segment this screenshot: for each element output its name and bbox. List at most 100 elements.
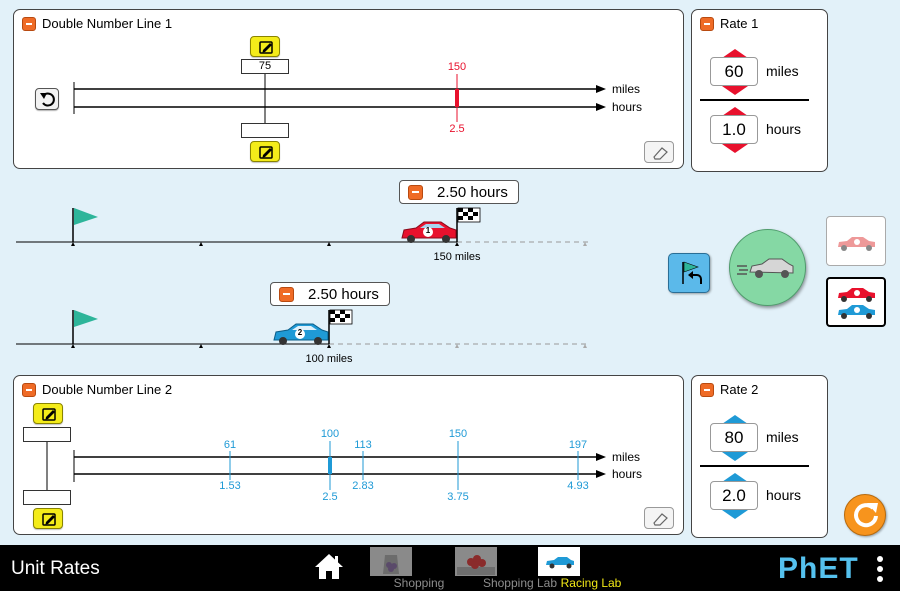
finish-flag-1-icon (456, 207, 481, 242)
double-number-line-1-panel: Double Number Line 1 75 150 2.5 miles ho… (13, 9, 684, 169)
finish-flag-2-icon (328, 309, 353, 344)
shopping-thumbnail (370, 547, 412, 576)
pencil-icon (42, 408, 56, 421)
racing-lab-thumbnail (538, 547, 580, 576)
rate1-miles-increment[interactable] (722, 49, 748, 58)
reset-icon (854, 503, 878, 528)
rate-2-panel: Rate 2 80 miles 2.0 hours (691, 375, 828, 538)
dnl1-title: Double Number Line 1 (42, 16, 173, 31)
rate1-miles-decrement[interactable] (722, 86, 748, 95)
erase-dnl2-button[interactable] (644, 507, 674, 529)
start-flag-1-icon (72, 208, 98, 242)
more-options-icon (877, 556, 883, 582)
rate2-hours-decrement[interactable] (722, 510, 748, 519)
phet-menu-button[interactable] (875, 555, 885, 583)
reset-all-button[interactable] (844, 494, 886, 536)
flag-return-icon (682, 261, 702, 284)
rate1-title: Rate 1 (720, 16, 759, 31)
two-cars-icon (838, 288, 875, 319)
double-number-line-2-panel: Double Number Line 2 61 1.53 100 2 (13, 375, 684, 535)
collapse-rate2-button[interactable] (700, 382, 714, 397)
grapes-bag-icon (383, 555, 399, 574)
pencil-icon (259, 146, 273, 159)
phet-logo: PhET (778, 552, 859, 585)
start-flag-2-icon (72, 310, 98, 344)
erase-dnl1-button[interactable] (644, 141, 674, 163)
single-car-option[interactable] (826, 216, 886, 266)
rate1-hours-decrement[interactable] (722, 144, 748, 153)
dnl2-label-bottom-100: 2.5 (322, 491, 338, 503)
tab-shopping[interactable]: Shopping (363, 545, 444, 591)
eraser-icon (653, 147, 668, 160)
rate2-hours-value[interactable]: 2.0 (710, 481, 758, 510)
app-title: Unit Rates (11, 558, 100, 579)
blue-race-car-icon (273, 323, 329, 345)
dnl2-label-top-197: 197 (568, 439, 588, 451)
pencil-icon (259, 41, 273, 54)
dnl1-marker-top-label: 150 (447, 61, 467, 73)
dnl2-label-bottom-197: 4.93 (567, 480, 589, 492)
dnl1-marker-bottom-label: 2.5 (449, 123, 465, 135)
home-icon (315, 554, 343, 579)
collapse-timer2-button[interactable] (279, 286, 294, 302)
race2-timer: 2.50 hours (270, 282, 390, 306)
dnl2-active-marker (328, 457, 332, 474)
race2-timer-value: 2.50 hours (308, 285, 379, 303)
return-to-start-button[interactable] (668, 253, 710, 293)
collapse-rate1-button[interactable] (700, 16, 714, 31)
dnl1-miles-label: miles (612, 82, 641, 96)
dnl1-hours-label: hours (612, 100, 643, 114)
pencil-icon (42, 513, 56, 526)
dnl2-title: Double Number Line 2 (42, 382, 173, 397)
rate2-miles-unit: miles (766, 429, 799, 445)
rate1-hours-value[interactable]: 1.0 (710, 115, 758, 144)
dnl1-axes (73, 74, 606, 123)
rate1-miles-unit: miles (766, 63, 799, 79)
tab-racing-lab-label: Racing Lab (560, 576, 622, 590)
edit-top-value-1-button[interactable] (250, 36, 280, 57)
race-track-2 (16, 309, 588, 348)
rate2-miles-decrement[interactable] (722, 452, 748, 461)
blue-car-number: 2 (297, 328, 303, 337)
dnl2-top-value-box[interactable] (23, 427, 71, 442)
apples-icon (457, 555, 495, 575)
rate1-hours-increment[interactable] (722, 107, 748, 116)
undo-dnl1-button[interactable] (35, 88, 59, 110)
collapse-dnl2-button[interactable] (22, 382, 36, 397)
race-track-1 (16, 207, 588, 246)
rate2-miles-value[interactable]: 80 (710, 423, 758, 452)
shopping-lab-thumbnail (455, 547, 497, 576)
dnl2-hours-label: hours (612, 467, 643, 481)
rate2-title: Rate 2 (720, 382, 759, 397)
tab-shopping-lab[interactable]: Shopping Lab (432, 545, 557, 591)
dnl1-top-value-box[interactable]: 75 (241, 59, 289, 74)
rate2-miles-increment[interactable] (722, 415, 748, 424)
tab-racing-lab[interactable]: Racing Lab (527, 545, 621, 591)
eraser-icon (653, 513, 668, 526)
rate1-hours-unit: hours (766, 121, 802, 137)
rate2-hours-unit: hours (766, 487, 802, 503)
collapse-dnl1-button[interactable] (22, 16, 36, 31)
edit-bottom-value-1-button[interactable] (250, 141, 280, 162)
edit-top-value-2-button[interactable] (33, 403, 63, 424)
race-car-go-icon (737, 258, 794, 278)
dnl2-label-bottom-61: 1.53 (219, 480, 241, 492)
start-race-button[interactable] (729, 229, 806, 306)
race2-distance-label: 100 miles (305, 353, 353, 365)
dnl2-miles-label: miles (612, 450, 641, 464)
dnl2-label-top-100: 100 (320, 428, 340, 440)
dnl2-label-top-150: 150 (448, 428, 468, 440)
tab-shopping-lab-label: Shopping Lab (482, 576, 558, 590)
rate1-miles-value[interactable]: 60 (710, 57, 758, 86)
dnl2-bottom-value-box[interactable] (23, 490, 71, 505)
edit-bottom-value-2-button[interactable] (33, 508, 63, 529)
race1-timer: 2.50 hours (399, 180, 519, 204)
two-cars-option[interactable] (826, 277, 886, 327)
race1-distance-label: 150 miles (433, 251, 481, 263)
red-car-number: 1 (425, 226, 431, 235)
rate2-hours-increment[interactable] (722, 473, 748, 482)
red-car-icon (838, 237, 875, 251)
dnl1-bottom-value-box[interactable] (241, 123, 289, 138)
collapse-timer1-button[interactable] (408, 184, 423, 200)
home-button[interactable] (312, 551, 346, 581)
